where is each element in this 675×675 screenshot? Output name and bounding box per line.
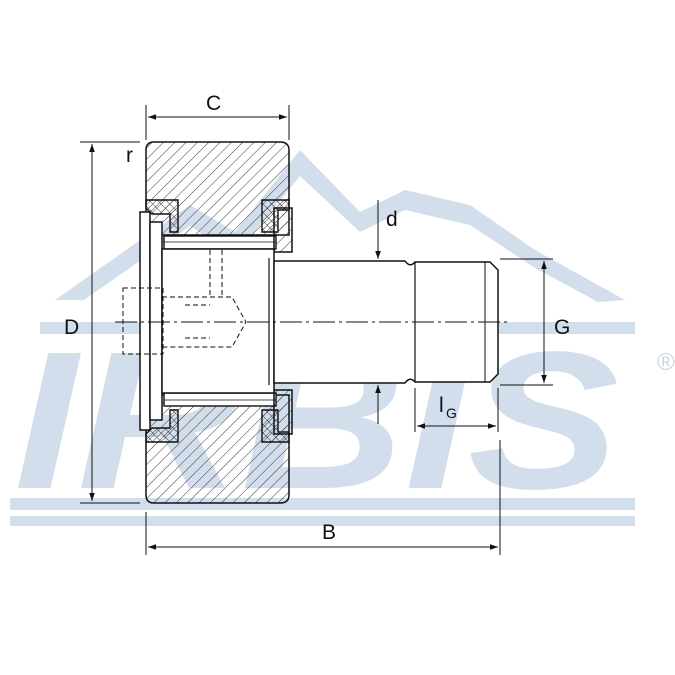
dim-label-lg-main: l (439, 394, 444, 417)
dim-label-lg-sub: G (446, 405, 457, 421)
dim-label-d: d (386, 208, 398, 231)
lubrication-bore (122, 250, 247, 355)
needle-rollers (163, 235, 277, 407)
dim-label-c: C (206, 92, 221, 115)
stud-body (161, 248, 499, 394)
dim-label-lg: l G (439, 394, 457, 421)
stud-head-flange (139, 207, 293, 435)
dim-label-outer-d: D (64, 316, 79, 339)
dim-label-g: G (554, 316, 570, 339)
dimension-lines (80, 105, 553, 555)
outer-ring (145, 141, 290, 504)
dim-label-b: B (322, 521, 336, 544)
dim-label-r: r (126, 144, 133, 167)
registered-mark: ® (657, 349, 675, 376)
